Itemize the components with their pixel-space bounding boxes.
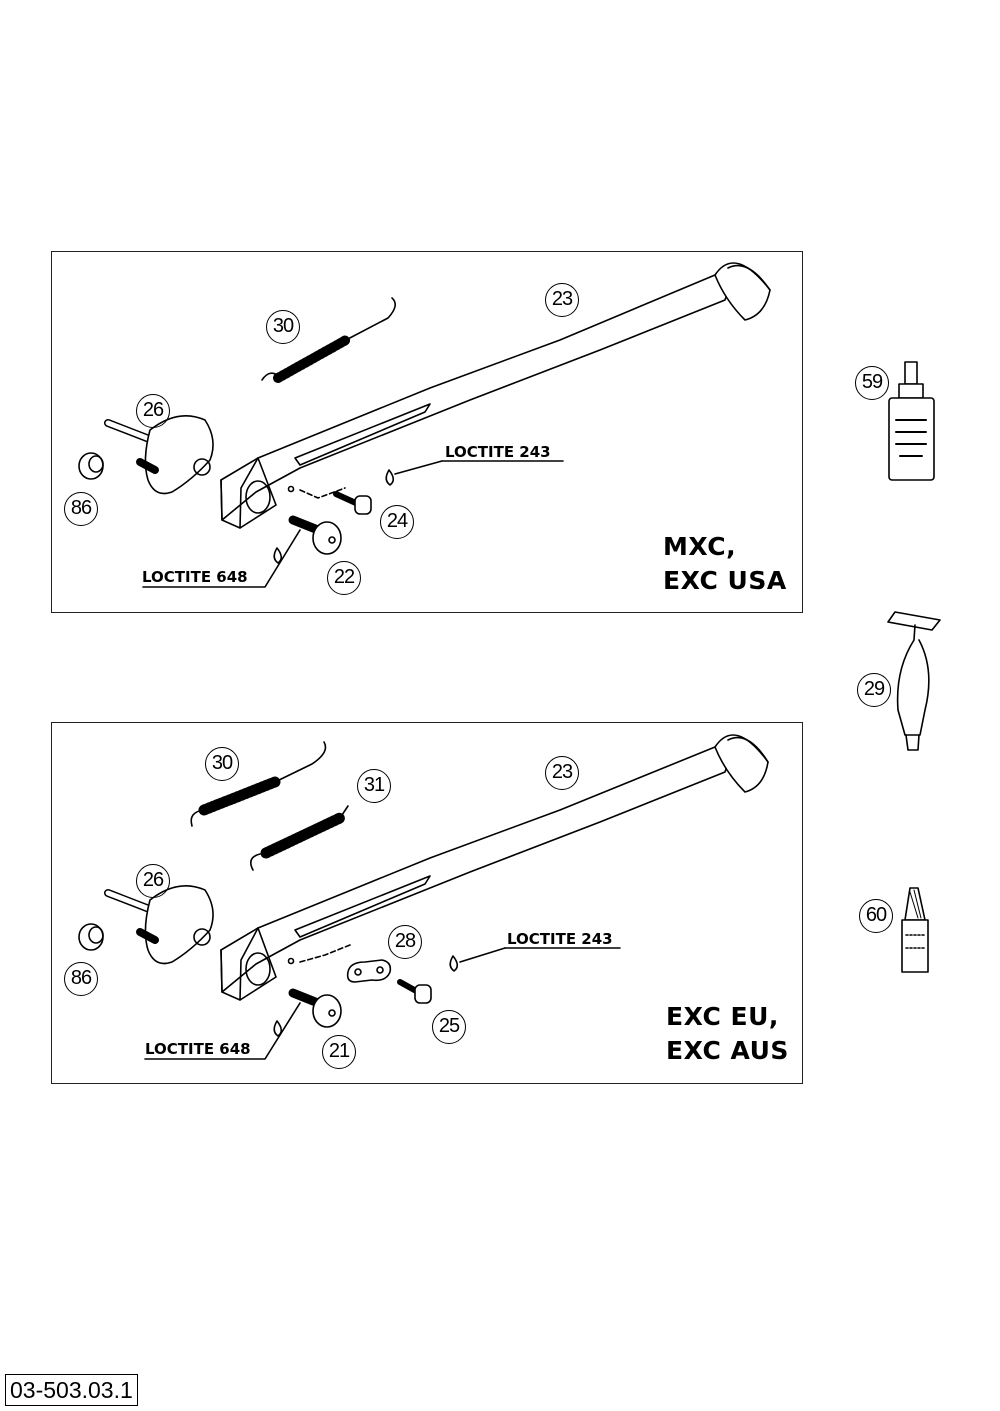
nut-icon [78, 923, 104, 951]
callout-59: 59 [855, 366, 889, 400]
callout-26: 26 [136, 394, 170, 428]
screw-icon [333, 491, 372, 515]
loctite-label: LOCTITE 243 [445, 443, 551, 461]
loctite-label: LOCTITE 648 [145, 1040, 251, 1058]
callout-30: 30 [205, 747, 239, 781]
stop-bolt-icon [288, 988, 342, 1028]
callout-30: 30 [266, 310, 300, 344]
loctite-bottle-icon [888, 361, 935, 481]
nut-icon [78, 452, 104, 480]
callout-23: 23 [545, 283, 579, 317]
callout-28: 28 [388, 925, 422, 959]
screw-icon [397, 979, 432, 1004]
stop-bolt-icon [288, 515, 342, 555]
callout-29: 29 [857, 673, 891, 707]
callout-60: 60 [859, 899, 893, 933]
spring-icon [261, 297, 396, 383]
variant-label: EXC EU, EXC AUS [666, 1000, 789, 1068]
spring-icon [190, 741, 327, 827]
variant-panel-mxc [51, 251, 803, 613]
callout-23: 23 [545, 756, 579, 790]
variant-line: MXC, [663, 532, 737, 561]
callout-86: 86 [64, 962, 98, 996]
variant-line: EXC USA [663, 566, 787, 595]
callout-24: 24 [380, 505, 414, 539]
document-number: 03-503.03.1 [5, 1374, 138, 1406]
variant-line: EXC AUS [666, 1036, 789, 1065]
variant-panel-exc-eu [51, 722, 803, 1084]
drop-icon [385, 469, 395, 486]
plate-icon [346, 959, 392, 983]
loctite-label: LOCTITE 243 [507, 930, 613, 948]
spring-hook-tool-icon [887, 611, 941, 751]
callout-25: 25 [432, 1010, 466, 1044]
callout-21: 21 [322, 1035, 356, 1069]
variant-line: EXC EU, [666, 1002, 779, 1031]
variant-label: MXC, EXC USA [663, 530, 787, 598]
drop-icon [273, 1020, 283, 1037]
grease-tube-icon [901, 887, 929, 973]
side-stand-icon [220, 734, 769, 1001]
drop-icon [449, 955, 459, 972]
loctite-label: LOCTITE 648 [142, 568, 248, 586]
spring-icon [250, 805, 349, 871]
side-stand-icon [220, 262, 771, 529]
callout-86: 86 [64, 492, 98, 526]
callout-22: 22 [327, 561, 361, 595]
pivot-bolt-icon [104, 884, 214, 965]
callout-31: 31 [357, 769, 391, 803]
callout-26: 26 [136, 864, 170, 898]
drop-icon [273, 547, 283, 564]
pivot-bolt-icon [104, 414, 214, 495]
